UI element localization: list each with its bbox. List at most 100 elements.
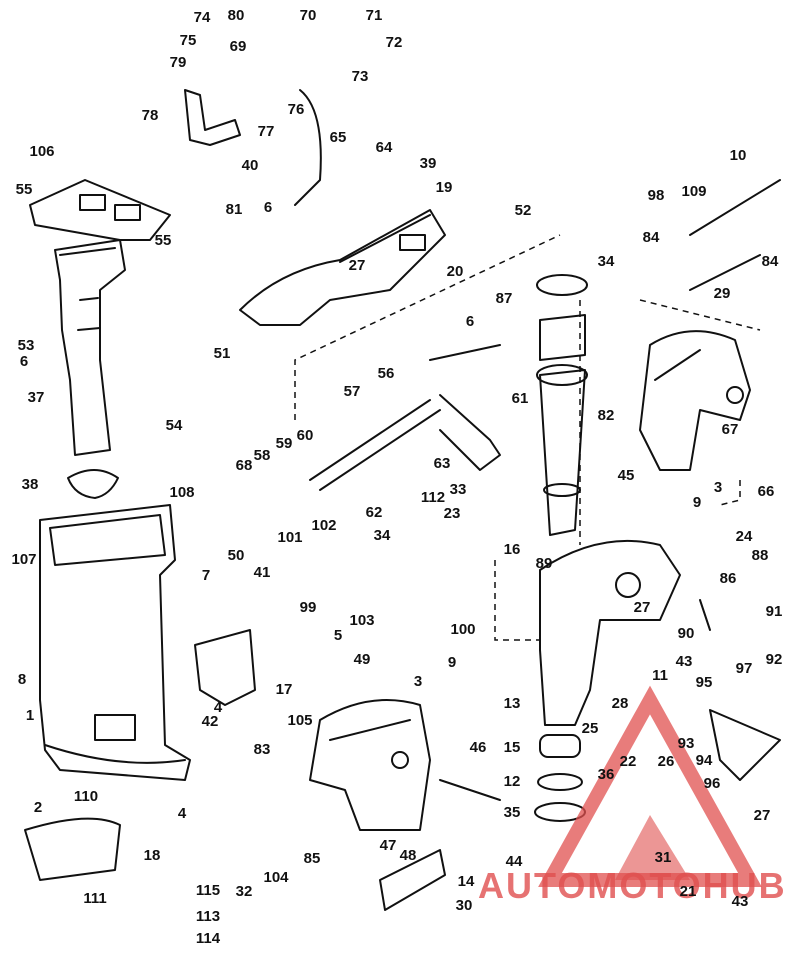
part-label-107: 107 bbox=[11, 551, 36, 568]
part-label-16: 16 bbox=[504, 541, 521, 558]
part-label-36: 36 bbox=[598, 766, 615, 783]
part-label-5: 5 bbox=[334, 627, 342, 644]
part-label-10: 10 bbox=[730, 147, 747, 164]
part-label-59: 59 bbox=[276, 435, 293, 452]
part-label-110: 110 bbox=[74, 788, 98, 805]
part-label-64: 64 bbox=[376, 139, 393, 156]
part-label-83: 83 bbox=[254, 741, 271, 758]
part-label-84: 84 bbox=[643, 229, 660, 246]
part-label-21: 21 bbox=[680, 883, 697, 900]
part-label-61: 61 bbox=[512, 390, 529, 407]
tilt-lever bbox=[184, 89, 241, 146]
watermark-text: AUTOMOTOHUB bbox=[478, 865, 787, 906]
part-label-51: 51 bbox=[214, 345, 231, 362]
part-label-6: 6 bbox=[466, 313, 474, 330]
part-label-88: 88 bbox=[752, 547, 769, 564]
part-label-77: 77 bbox=[258, 123, 275, 140]
part-label-89: 89 bbox=[536, 555, 553, 572]
exhaust-housing bbox=[54, 239, 126, 456]
part-label-113: 113 bbox=[196, 908, 220, 925]
tilt-spring bbox=[699, 599, 711, 631]
part-label-57: 57 bbox=[344, 383, 361, 400]
part-label-2: 2 bbox=[34, 799, 42, 816]
throttle-cable-assembly bbox=[309, 344, 501, 491]
part-label-38: 38 bbox=[22, 476, 39, 493]
part-label-43: 43 bbox=[676, 653, 693, 670]
part-label-33: 33 bbox=[450, 481, 467, 498]
part-label-6: 6 bbox=[20, 353, 28, 370]
part-label-12: 12 bbox=[504, 773, 521, 790]
part-label-76: 76 bbox=[288, 101, 305, 118]
reverse-lock-spring bbox=[439, 779, 501, 801]
part-label-27: 27 bbox=[754, 807, 771, 824]
part-label-74: 74 bbox=[194, 9, 211, 26]
part-label-108: 108 bbox=[169, 484, 194, 501]
shift-rod bbox=[294, 89, 322, 206]
part-label-81: 81 bbox=[226, 201, 243, 218]
part-label-25: 25 bbox=[582, 720, 599, 737]
part-label-31: 31 bbox=[655, 849, 672, 866]
thrust-washers bbox=[534, 734, 586, 822]
part-label-3: 3 bbox=[714, 479, 722, 496]
part-label-56: 56 bbox=[378, 365, 395, 382]
part-label-48: 48 bbox=[400, 847, 417, 864]
part-label-34: 34 bbox=[598, 253, 615, 270]
part-label-72: 72 bbox=[386, 34, 403, 51]
part-label-75: 75 bbox=[180, 32, 197, 49]
tilt-rod bbox=[689, 254, 761, 291]
part-label-41: 41 bbox=[254, 564, 271, 581]
part-label-92: 92 bbox=[766, 651, 783, 668]
part-label-104: 104 bbox=[263, 869, 289, 886]
part-label-70: 70 bbox=[300, 7, 317, 24]
lower-cover-plate bbox=[24, 817, 121, 881]
part-label-4: 4 bbox=[214, 699, 223, 716]
part-label-29: 29 bbox=[714, 285, 731, 302]
part-label-28: 28 bbox=[612, 695, 629, 712]
part-label-52: 52 bbox=[515, 202, 532, 219]
part-label-78: 78 bbox=[142, 107, 159, 124]
swivel-tube bbox=[536, 364, 588, 536]
part-label-60: 60 bbox=[297, 427, 314, 444]
part-label-6: 6 bbox=[264, 199, 272, 216]
swivel-bracket bbox=[539, 539, 681, 726]
part-label-27: 27 bbox=[349, 257, 366, 274]
part-label-4: 4 bbox=[178, 805, 187, 822]
part-label-68: 68 bbox=[236, 457, 253, 474]
assembly-guide-lines bbox=[294, 234, 761, 641]
part-label-62: 62 bbox=[366, 504, 383, 521]
clamp-bracket-left bbox=[309, 699, 431, 831]
part-label-22: 22 bbox=[620, 753, 637, 770]
part-label-3: 3 bbox=[414, 673, 422, 690]
part-label-54: 54 bbox=[166, 417, 183, 434]
part-label-14: 14 bbox=[458, 873, 475, 890]
mount-bracket bbox=[194, 629, 256, 706]
part-label-23: 23 bbox=[444, 505, 461, 522]
part-label-1: 1 bbox=[26, 707, 34, 724]
part-label-69: 69 bbox=[230, 38, 247, 55]
watermark-logo: AUTOMOTOHUB bbox=[478, 685, 787, 906]
part-label-13: 13 bbox=[504, 695, 521, 712]
part-label-55: 55 bbox=[16, 181, 33, 198]
part-label-82: 82 bbox=[598, 407, 615, 424]
part-label-11: 11 bbox=[652, 667, 668, 684]
part-label-26: 26 bbox=[658, 753, 675, 770]
part-label-53: 53 bbox=[18, 337, 35, 354]
part-label-112: 112 bbox=[421, 489, 445, 506]
part-label-49: 49 bbox=[354, 651, 371, 668]
part-label-66: 66 bbox=[758, 483, 775, 500]
part-label-9: 9 bbox=[448, 654, 456, 671]
part-label-94: 94 bbox=[696, 752, 713, 769]
part-label-103: 103 bbox=[349, 612, 374, 629]
part-label-97: 97 bbox=[736, 660, 753, 677]
steering-arm bbox=[239, 209, 446, 326]
part-label-84: 84 bbox=[762, 253, 779, 270]
part-labels: 1233445666789910111213141516171819202122… bbox=[11, 7, 782, 947]
part-label-24: 24 bbox=[736, 528, 753, 545]
part-label-86: 86 bbox=[720, 570, 737, 587]
stop-plate bbox=[379, 849, 446, 911]
part-label-15: 15 bbox=[504, 739, 521, 756]
part-label-18: 18 bbox=[144, 847, 161, 864]
part-label-85: 85 bbox=[304, 850, 321, 867]
part-label-39: 39 bbox=[420, 155, 437, 172]
part-label-43: 43 bbox=[732, 893, 749, 910]
